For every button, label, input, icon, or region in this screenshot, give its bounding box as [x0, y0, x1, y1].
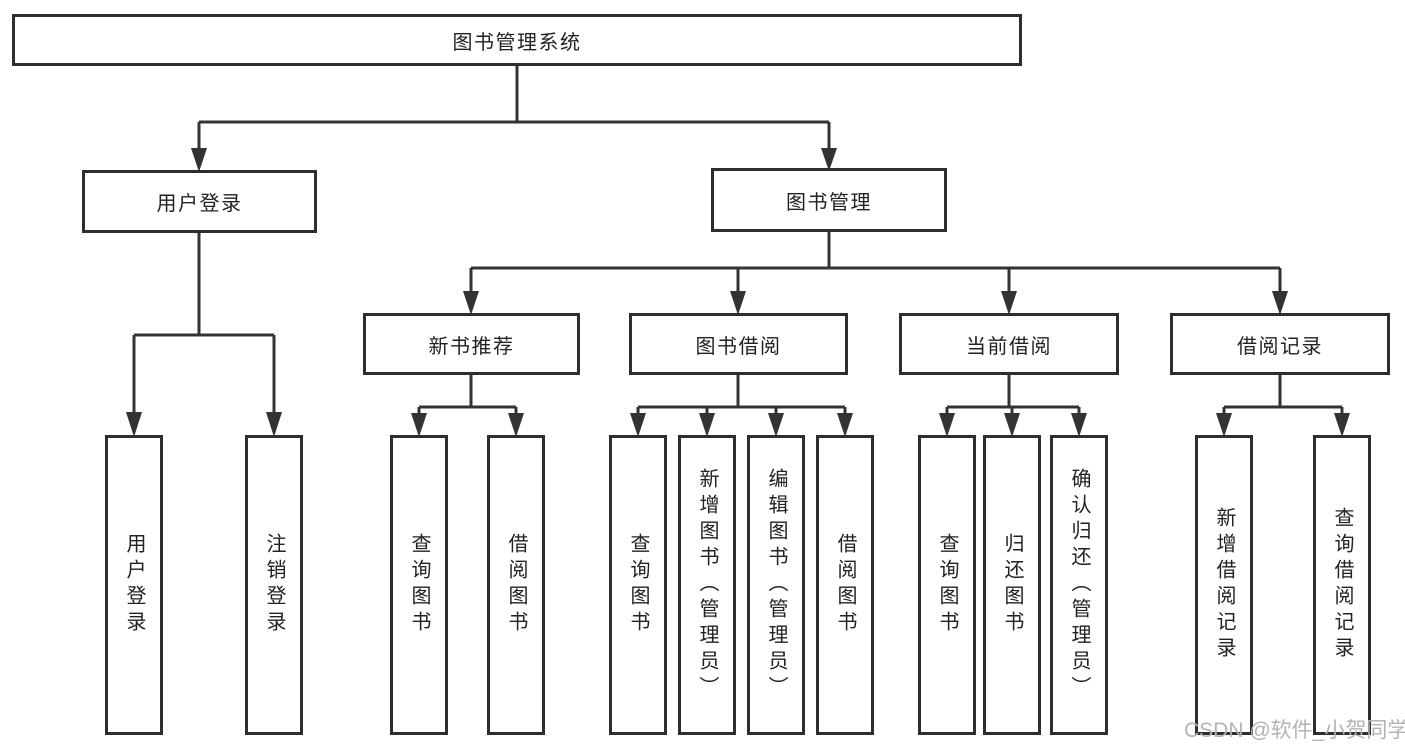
connector-book-management-children [463, 232, 1288, 315]
node-label: 新增图书（管理员） [696, 468, 718, 702]
arrowhead-icon [630, 413, 646, 437]
node-label: 确认归还（管理员） [1068, 468, 1090, 702]
node-label: 归还图书 [1001, 533, 1023, 637]
arrowhead-icon [1272, 291, 1288, 315]
connector-root-to-level2 [191, 66, 837, 172]
arrowhead-icon [837, 413, 853, 437]
arrowhead-icon [1004, 413, 1020, 437]
connector-line [636, 375, 847, 413]
arrowhead-icon [730, 291, 746, 315]
arrowhead-icon [191, 148, 207, 172]
node-label: 图书管理系统 [452, 31, 582, 54]
arrowhead-icon [1216, 413, 1232, 437]
node-library-management-system: 图书管理系统 [12, 14, 1022, 66]
node-book-borrowing: 图书借阅 [629, 313, 848, 375]
node-label: 借阅图书 [834, 533, 856, 637]
node-label: 查询借阅记录 [1331, 507, 1353, 663]
leaf-borrowing-query-books: 查询图书 [609, 435, 667, 735]
arrowhead-icon [463, 291, 479, 315]
leaf-records-add-record: 新增借阅记录 [1195, 435, 1253, 735]
leaf-user-login: 用户登录 [105, 435, 163, 735]
leaf-current-return-books: 归还图书 [983, 435, 1041, 735]
node-user-login: 用户登录 [82, 170, 317, 233]
arrowhead-icon [768, 413, 784, 437]
node-label: 用户登录 [123, 533, 145, 637]
connector-line [1222, 375, 1344, 413]
node-book-management: 图书管理 [711, 168, 947, 232]
arrowhead-icon [411, 413, 427, 437]
node-label: 借阅图书 [505, 533, 527, 637]
arrowhead-icon [266, 412, 282, 437]
node-label: 查询图书 [936, 533, 958, 637]
node-label: 当前借阅 [966, 335, 1052, 358]
connector-recommend-children [411, 375, 524, 437]
leaf-recommend-query-books: 查询图书 [390, 435, 448, 735]
connector-line [417, 375, 518, 413]
node-label: 借阅记录 [1237, 335, 1323, 358]
node-new-book-recommendation: 新书推荐 [363, 313, 580, 375]
leaf-current-query-books: 查询图书 [918, 435, 976, 735]
arrowhead-icon [1334, 413, 1350, 437]
connector-line [197, 66, 831, 148]
leaf-current-confirm-return-admin: 确认归还（管理员） [1050, 435, 1108, 735]
leaf-recommend-borrow-books: 借阅图书 [487, 435, 545, 735]
arrowhead-icon [699, 413, 715, 437]
node-label: 用户登录 [156, 193, 243, 215]
arrowhead-icon [126, 412, 142, 437]
node-label: 注销登录 [263, 533, 285, 637]
csdn-watermark: CSDN @软件_小贺同学 [1184, 719, 1405, 742]
connector-line [132, 233, 276, 412]
node-label: 图书管理 [786, 191, 872, 214]
leaf-borrowing-edit-books-admin: 编辑图书（管理员） [747, 435, 805, 735]
arrowhead-icon [939, 413, 955, 437]
node-label: 查询图书 [408, 533, 430, 637]
arrowhead-icon [508, 413, 524, 437]
node-label: 编辑图书（管理员） [765, 468, 787, 702]
leaf-logout: 注销登录 [245, 435, 303, 735]
connector-line [945, 375, 1081, 413]
node-current-borrowing: 当前借阅 [899, 313, 1119, 375]
connector-borrowing-children [630, 375, 853, 437]
node-label: 查询图书 [627, 533, 649, 637]
node-borrowing-records: 借阅记录 [1170, 313, 1390, 375]
node-label: 图书借阅 [695, 335, 782, 358]
connector-records-children [1216, 375, 1350, 437]
arrowhead-icon [1001, 291, 1017, 315]
node-label: 新增借阅记录 [1213, 507, 1235, 663]
connector-current-children [939, 375, 1087, 437]
connector-line [469, 232, 1282, 291]
leaf-borrowing-borrow-books: 借阅图书 [816, 435, 874, 735]
connector-user-login-children [126, 233, 282, 437]
leaf-borrowing-add-books-admin: 新增图书（管理员） [678, 435, 736, 735]
node-label: 新书推荐 [428, 335, 515, 358]
arrowhead-icon [1071, 413, 1087, 437]
leaf-records-query-record: 查询借阅记录 [1313, 435, 1371, 735]
